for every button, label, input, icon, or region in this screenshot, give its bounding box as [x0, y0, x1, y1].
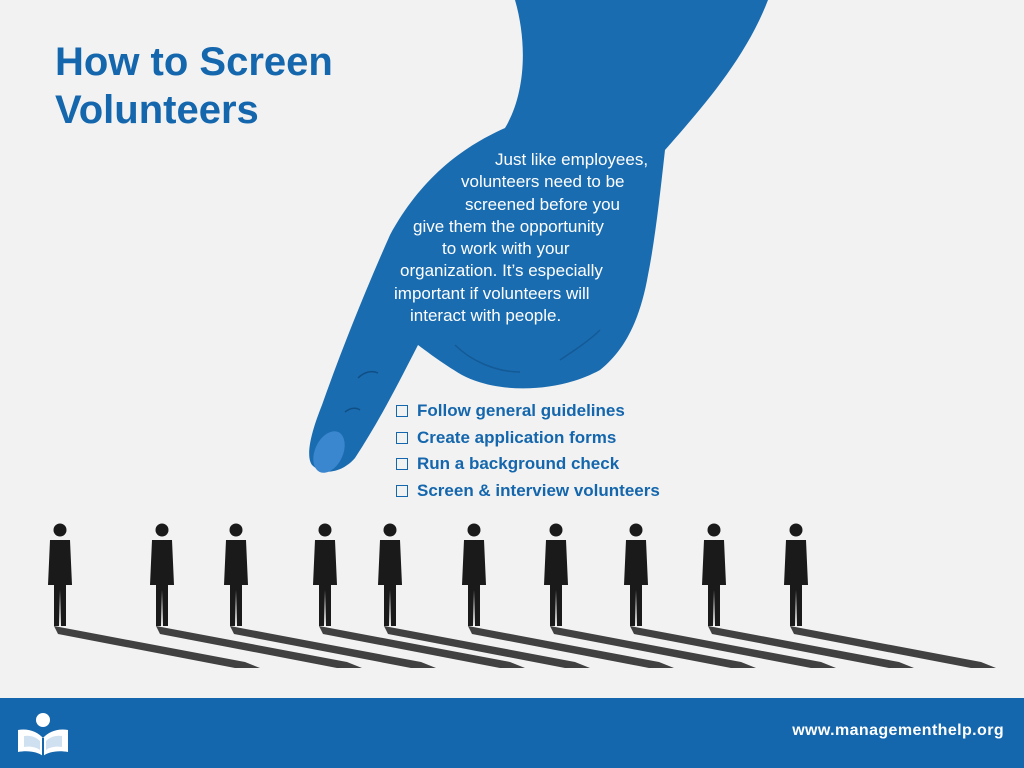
people-row: [48, 523, 996, 668]
site-url-link[interactable]: www.managementhelp.org: [792, 722, 1004, 739]
person-silhouette-icon: [462, 523, 674, 668]
fingertip: [313, 431, 345, 473]
checklist-item[interactable]: Run a background check: [396, 451, 660, 478]
intro-line: organization. It’s especially: [400, 261, 603, 281]
person-silhouette-icon: [48, 523, 260, 668]
person-silhouette-icon: [378, 523, 590, 668]
checkbox[interactable]: [396, 431, 408, 444]
checklist-label: Create application forms: [417, 427, 617, 447]
intro-line: Just like employees,: [495, 150, 649, 169]
people-book-logo-icon[interactable]: [14, 712, 72, 758]
intro-line: give them the opportunity: [413, 216, 604, 236]
checkbox[interactable]: [396, 405, 408, 418]
person-silhouette-icon: [702, 523, 914, 668]
checkbox[interactable]: [396, 458, 408, 471]
checklist-item[interactable]: Create application forms: [396, 425, 660, 452]
person-silhouette-icon: [150, 523, 362, 668]
person-silhouette-icon: [313, 523, 525, 668]
intro-text: Just like employees, volunteers need to …: [374, 149, 694, 327]
checklist-label: Screen & interview volunteers: [417, 480, 660, 500]
checkbox[interactable]: [396, 484, 408, 497]
pointing-hand-icon: [309, 0, 768, 473]
intro-line: to work with your: [442, 239, 570, 259]
checklist-label: Follow general guidelines: [417, 401, 625, 421]
checklist-item[interactable]: Follow general guidelines: [396, 398, 660, 425]
intro-line: volunteers need to be: [461, 172, 625, 192]
footer-bar: www.managementhelp.org: [0, 698, 1024, 768]
checklist-item[interactable]: Screen & interview volunteers: [396, 478, 660, 505]
checklist-label: Run a background check: [417, 454, 620, 474]
title-line: Volunteers: [55, 88, 259, 132]
person-silhouette-icon: [544, 523, 756, 668]
person-silhouette-icon: [624, 523, 836, 668]
intro-line: screened before you: [465, 194, 620, 214]
intro-line: important if volunteers will: [394, 283, 590, 303]
intro-line: interact with people.: [410, 306, 562, 326]
screening-checklist: Follow general guidelines Create applica…: [396, 398, 660, 504]
person-silhouette-icon: [784, 523, 996, 668]
page-title: How to Screen Volunteers: [55, 38, 415, 134]
person-silhouette-icon: [224, 523, 436, 668]
title-line: How to Screen: [55, 40, 333, 84]
